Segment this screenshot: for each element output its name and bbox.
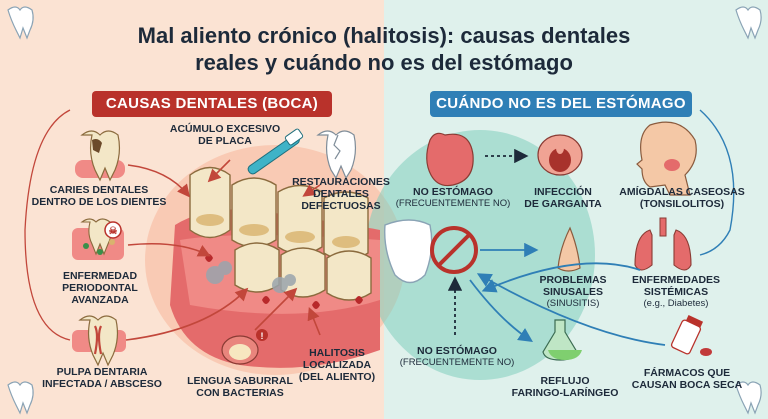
label-amigdalas: AMÍGDALAS CASEOSAS (TONSILOLITOS) xyxy=(619,186,745,210)
label-infeccion-garganta: INFECCIÓN DE GARGANTA xyxy=(524,186,602,210)
right-glow xyxy=(365,130,595,380)
label-no-estomago-top: NO ESTÓMAGO (FRECUENTEMENTE NO) xyxy=(395,186,511,209)
infected-pulp-icon xyxy=(72,315,126,367)
toothbrush-icon xyxy=(247,128,304,175)
stomach-icon xyxy=(426,132,474,187)
broken-tooth-icon xyxy=(316,130,357,180)
label-farmacos: FÁRMACOS QUE CAUSAN BOCA SECA xyxy=(631,367,743,391)
tooth-corner-icon xyxy=(7,381,34,415)
no-symbol-icon xyxy=(430,226,478,274)
flask-icon xyxy=(542,319,582,361)
tooth-divider-icon xyxy=(384,219,433,284)
label-no-estomago-bottom: NO ESTÓMAGO (FRECUENTEMENTE NO) xyxy=(399,345,515,368)
label-caries: CARIES DENTALES DENTRO DE LOS DIENTES xyxy=(31,184,167,208)
svg-text:!: ! xyxy=(261,331,264,341)
teeth-gums-icon xyxy=(170,166,380,368)
pill-bottle-icon xyxy=(670,315,712,356)
coated-tongue-icon: ! xyxy=(221,329,268,365)
label-restauraciones: RESTAURACIONES DENTALES DEFECTUOSAS xyxy=(292,176,390,212)
label-pulpa: PULPA DENTARIA INFECTADA / ABSCESO xyxy=(42,366,162,390)
label-enfermedad-periodontal: ENFERMEDAD PERIODONTAL AVANZADA xyxy=(62,270,138,306)
svg-text:☠: ☠ xyxy=(109,226,118,237)
label-acumulo-placa: ACÚMULO EXCESIVO DE PLACA xyxy=(169,123,281,147)
left-section-banner: CAUSAS DENTALES (BOCA) xyxy=(92,91,332,117)
title-line-2: reales y cuándo no es del estómago xyxy=(195,50,573,75)
nose-icon xyxy=(557,226,581,272)
periodontal-gum-icon: ☠ xyxy=(72,218,124,260)
tooth-corner-icon xyxy=(735,381,762,415)
tooth-corner-icon xyxy=(735,6,762,40)
tooth-corner-icon xyxy=(7,6,34,40)
throat-icon xyxy=(537,134,583,176)
label-lengua: LENGUA SABURRAL CON BACTERIAS xyxy=(187,375,293,399)
label-halitosis-localizada: HALITOSIS LOCALIZADA (DEL ALIENTO) xyxy=(298,347,376,383)
label-reflujo: REFLUJO FARINGO-LARÍNGEO xyxy=(511,375,619,399)
right-section-banner: CUÁNDO NO ES DEL ESTÓMAGO xyxy=(430,91,692,117)
page-title: Mal aliento crónico (halitosis): causas … xyxy=(0,22,768,76)
caries-tooth-icon xyxy=(75,130,125,182)
label-enfermedades-sistemicas: ENFERMEDADES SISTÉMICAS (e.g., Diabetes) xyxy=(631,274,721,309)
title-line-1: Mal aliento crónico (halitosis): causas … xyxy=(137,23,631,48)
lungs-icon xyxy=(634,217,692,271)
label-problemas-sinusales: PROBLEMAS SINUSALES (SINUSITIS) xyxy=(539,274,607,309)
head-profile-icon xyxy=(636,121,697,196)
